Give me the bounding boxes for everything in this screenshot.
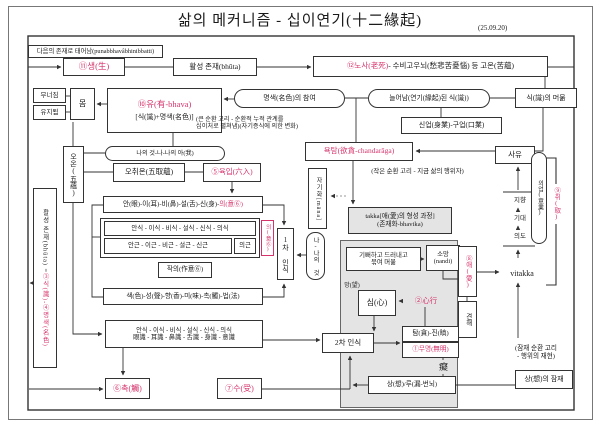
node-chanda: 욕탐(欲貪-chandarāga) (305, 142, 413, 161)
small-loop-note: (작은 순환 고리 - 지금 삶의 행위자) (371, 167, 464, 175)
date-label: (25.09.20) (478, 24, 508, 32)
node-aging-death: ⑫노사(老死) - 수비고우뇌(愁悲苦憂惱) 등 고온(苦蘊) (313, 56, 548, 77)
node-five-clinging: 오취온(五取蘊) (113, 163, 185, 182)
label-vitakka: vitakka (510, 268, 534, 278)
node-second-cognition: 2차 인식 (322, 333, 374, 353)
big-loop-note-line1: (큰 순환 고리 - 순환적 누적 관계를 (196, 116, 284, 123)
node-me-mine: 나-나의 것 (306, 232, 325, 280)
delight-line1: 기뻐하고 드러내고 (359, 251, 408, 259)
vinnana-roots-group: 안식 - 이식 - 비식 - 설식 - 신식 - 의식 안근 - 이근 - 비근… (100, 218, 260, 258)
nandi-line2: (nandi) (433, 258, 453, 265)
node-first-cognition: 1차 인식 (277, 228, 294, 280)
big-loop-note-line2: 십이처로 펼쳐냄)(자기증식에 의한 변화) (196, 123, 298, 131)
node-five-aggregates: 오온(五蘊) (63, 146, 84, 203)
nandi-line1: 소망 (437, 250, 449, 258)
node-thought: 사유 (495, 146, 535, 164)
node-selfing: 자기화[māna] (308, 168, 327, 229)
node-simhaeng: ②心行 (403, 296, 449, 307)
node-increase: 늘어남(연기(緣起)된 식(識)) (368, 89, 490, 108)
node-five-roots: 안근 - 이근 - 비근 - 설근 - 신근 (104, 238, 232, 254)
node-attention: 작의(作意⑥) (158, 262, 212, 278)
latent-note-line2: - 행위의 재현) (516, 353, 556, 360)
node-six-organs: 안(眼)-이(耳)-비(鼻)-설(舌)-신(身)-의(意⑥) (103, 196, 263, 213)
label-aim: 지향 (514, 197, 526, 205)
node-vinnana-stay: 식(識)의 머묾 (515, 88, 577, 108)
node-mental-action: 의업(意業) (531, 152, 547, 244)
node-six-bases: ⑤육입(六入) (203, 163, 261, 182)
node-six-objects: 색(色)-성(聲)-향(香)-미(味)-촉(觸)-법(法) (103, 288, 263, 305)
big-loop-note: (큰 순환 고리 - 순환적 누적 관계를 십이처로 펼쳐냄)(자기증식에 의한… (196, 116, 366, 138)
takka-title-line2: (존재화-bhavika) (377, 220, 423, 228)
node-active-being: 활성 존재(bhūta) (173, 58, 257, 76)
node-nandi: 소망 (nandi) (426, 245, 460, 271)
node-bhava: ⑩유(有-bhava) [식(識)+명색(名色)] (107, 88, 222, 133)
aging-death-rest: - 수비고우뇌(愁悲苦憂惱) 등 고온(苦蘊) (388, 61, 515, 71)
label-chi: 癡 (436, 360, 451, 374)
takka-header: takka[애(愛)의 형성 과정] (존재화-bhavika) (348, 207, 452, 234)
page-outer-border (8, 6, 593, 420)
label-maintain: 유지됨 (33, 105, 66, 120)
organs-black: 안(眼)-이(耳)-비(鼻)-설(舌)-신(身)- (123, 200, 220, 208)
rebirth-label: 다음의 존재로 태어남(punabbhavâbhinibbatti) (28, 45, 163, 58)
node-tamjin: 탐(貪)-진(瞋) (402, 326, 459, 342)
node-birth: ⑪생(生) (63, 58, 125, 76)
bhava-title: ⑩유(有-bhava) (137, 98, 192, 109)
latent-note-line1: (잠재 순환 고리 (515, 345, 557, 353)
node-kamma: 신업(身業)-구업(口業) (401, 117, 502, 134)
node-craving: ⑧애(愛) (458, 246, 477, 297)
node-mind-root: 의근 (234, 238, 256, 254)
node-feeling: ⑦수(受) (217, 378, 262, 399)
label-mang: 망(望) (341, 282, 363, 291)
node-delight: 기뻐하고 드러내고 묶여 머묾 (346, 247, 421, 271)
node-six-vinnana: 안식 - 이식 - 비식 - 설식 - 신식 - 의식 (104, 221, 256, 236)
takka-title-line1: takka[애(愛)의 형성 과정] (365, 212, 435, 220)
node-mine-me-self: 나의 것-나-나의 아(我) (105, 146, 225, 161)
node-grasping: ⑨취(取) (549, 184, 563, 224)
active-being-black: 활성 존재(bhūta) = (41, 209, 49, 274)
bhava-sub: [식(識)+명색(名色)] (135, 113, 194, 122)
delight-line2: 묶여 머묾 (370, 259, 397, 266)
node-view: 견해 (458, 301, 477, 338)
node-touch: ⑥촉(觸) (105, 378, 150, 399)
node-active-being-vertical: 활성 존재(bhūta) = ③식(識)-④명색(名色) (33, 188, 57, 368)
node-sang-latent: 상(想)의 잠재 (515, 370, 573, 389)
node-namarupa-join: 명색(名色)의 참여 (234, 89, 345, 108)
organs-pink: 의(意⑥) (219, 200, 243, 208)
label-expect: 기대 (514, 215, 526, 223)
vinnana-row-hanja: 眼識 - 耳識 - 鼻識 - 舌識 - 身識 - 意識 (133, 334, 235, 341)
aging-death-number: ⑫노사(老死) (346, 61, 389, 71)
node-vinnana-rows: 안식 - 이식 - 비식 - 설식 - 신식 - 의식 眼識 - 耳識 - 鼻識… (105, 320, 263, 348)
active-being-pink: ③식(識)-④명색(名色) (41, 273, 49, 347)
latent-loop-note: (잠재 순환 고리 - 행위의 재현) (494, 341, 578, 365)
vinnana-row-hangul: 안식 - 이식 - 비식 - 설식 - 신식 - 의식 (136, 326, 232, 334)
node-body: 몸 (70, 88, 95, 120)
mind-tag: 의(意⑥) (261, 220, 274, 256)
node-sang-ru: 상(想)/루(漏-번뇌) (368, 376, 456, 394)
label-crumble: 무너짐 (33, 88, 66, 103)
label-intend: 의도 (514, 233, 526, 241)
page-title: 삶의 메커니즘 - 십이연기(十二緣起) (177, 13, 423, 29)
node-sim: 심(心) (358, 290, 396, 316)
node-ignorance: ①무명(無明) (402, 342, 459, 358)
